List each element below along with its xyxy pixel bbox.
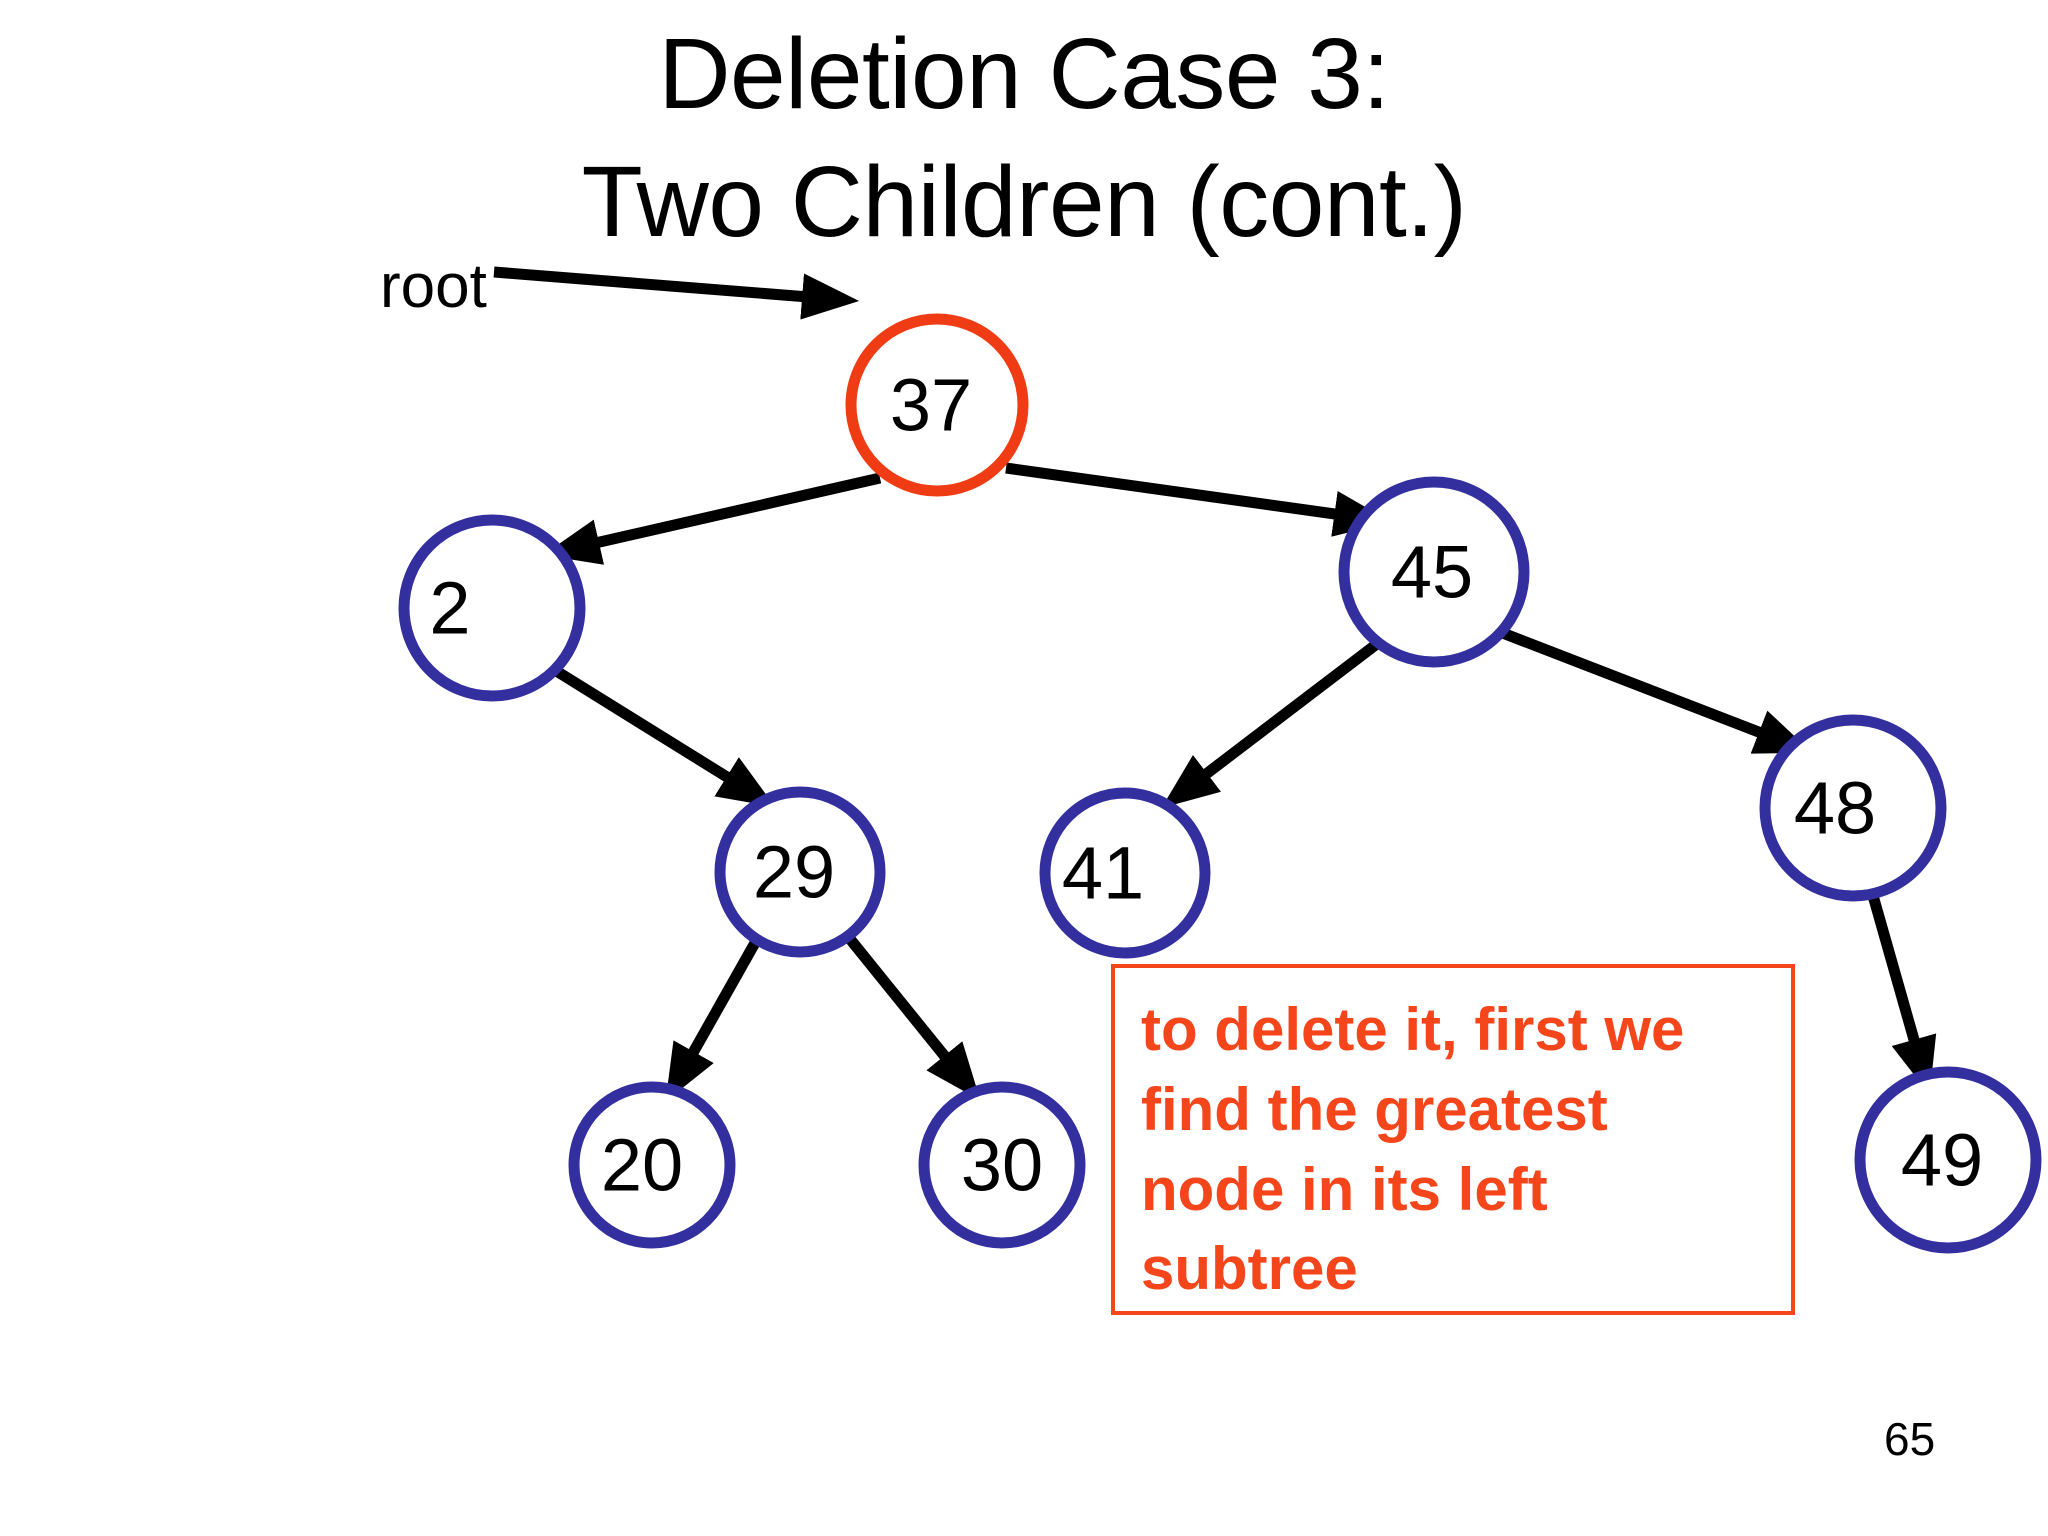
- tree-node-circle-29[interactable]: [714, 786, 886, 958]
- tree-edge-n45-n48: [1498, 626, 1813, 754]
- tree-node-circle-20[interactable]: [568, 1081, 736, 1249]
- tree-edge-n48-n49: [1862, 876, 1937, 1095]
- annotation-callout-box: to delete it, first we find the greatest…: [1111, 964, 1795, 1315]
- title-line-1: Deletion Case 3:: [658, 18, 1390, 130]
- tree-node-label-48: 48: [1793, 766, 1877, 850]
- root-pointer-arrow: [493, 266, 860, 320]
- tree-node-label-49: 49: [1900, 1118, 1984, 1202]
- root-arrow-line: [493, 266, 860, 320]
- tree-edge-n29-n30: [841, 930, 981, 1101]
- page-title: Deletion Case 3: Two Children (cont.): [0, 10, 2048, 266]
- tree-edge-n29-n20: [665, 931, 765, 1102]
- tree-node-circle-41[interactable]: [1039, 787, 1211, 959]
- title-line-2: Two Children (cont.): [581, 146, 1467, 258]
- tree-node-circle-48[interactable]: [1759, 714, 1947, 902]
- page-number: 65: [1884, 1413, 1936, 1465]
- tree-edge-n37-n2: [543, 472, 882, 565]
- tree-node-circle-30[interactable]: [918, 1081, 1086, 1249]
- tree-node-label-29: 29: [752, 830, 836, 914]
- root-pointer-label: root: [380, 252, 487, 321]
- tree-node-circle-45[interactable]: [1338, 476, 1530, 668]
- tree-edge-n45-n41: [1161, 635, 1386, 808]
- tree-edges: [543, 462, 1937, 1102]
- tree-edge-n2-n29: [555, 667, 776, 807]
- tree-nodes: [398, 313, 2042, 1254]
- tree-node-circle-2[interactable]: [398, 514, 586, 702]
- tree-edge-n37-n45: [1005, 462, 1392, 537]
- tree-node-label-45: 45: [1390, 530, 1474, 614]
- tree-node-label-20: 20: [600, 1123, 684, 1207]
- tree-node-circle-49[interactable]: [1854, 1066, 2042, 1254]
- tree-node-label-2: 2: [429, 566, 471, 650]
- annotation-text: to delete it, first we find the greatest…: [1141, 996, 1685, 1303]
- tree-node-label-41: 41: [1061, 831, 1145, 915]
- tree-node-circle-37[interactable]: [845, 313, 1029, 497]
- tree-node-label-30: 30: [960, 1123, 1044, 1207]
- tree-node-label-37: 37: [889, 363, 973, 447]
